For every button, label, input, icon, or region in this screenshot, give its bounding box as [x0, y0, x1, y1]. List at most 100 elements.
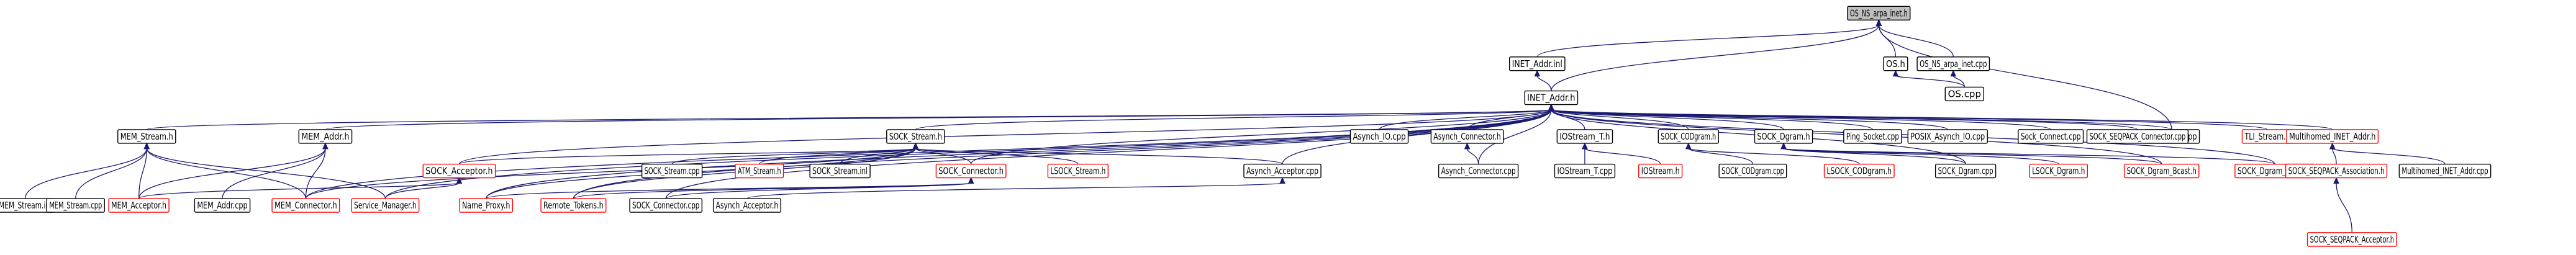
- graph-node-box[interactable]: [2285, 163, 2388, 179]
- graph-node[interactable]: SOCK_Dgram.cpp: [1934, 163, 1997, 179]
- graph-node-box[interactable]: [1934, 163, 1997, 179]
- graph-node[interactable]: SOCK_CODgram.cpp: [1718, 163, 1787, 179]
- graph-node[interactable]: MEM_Stream.cpp: [46, 198, 105, 213]
- graph-node-box[interactable]: [2086, 129, 2189, 144]
- graph-node-box[interactable]: [886, 129, 945, 144]
- edge-arrowhead: [1685, 142, 1692, 150]
- graph-node[interactable]: ATM_Stream.h: [735, 163, 784, 179]
- graph-node[interactable]: POSIX_Asynch_IO.cpp: [1907, 129, 1988, 144]
- graph-node-box[interactable]: [459, 198, 514, 213]
- graph-node[interactable]: Name_Proxy.h: [459, 198, 514, 213]
- graph-node-box[interactable]: [809, 163, 871, 179]
- graph-node[interactable]: SOCK_Stream.h: [886, 129, 945, 144]
- graph-node[interactable]: OS_NS_arpa_inet.h: [1847, 6, 1911, 21]
- graph-node-box[interactable]: [46, 198, 105, 213]
- graph-node-box[interactable]: [1349, 129, 1409, 144]
- graph-node-box[interactable]: [194, 198, 251, 213]
- graph-node-box[interactable]: [108, 198, 170, 213]
- graph-node[interactable]: Ping_Socket.cpp: [1843, 129, 1902, 144]
- graph-node[interactable]: SOCK_CODgram.h: [1658, 129, 1719, 144]
- graph-node-box[interactable]: [271, 198, 340, 213]
- graph-node-label: Service_Manager.h: [354, 200, 417, 212]
- graph-node-box[interactable]: [2123, 163, 2200, 179]
- graph-node[interactable]: INET_Addr.h: [1524, 90, 1579, 105]
- graph-node-box[interactable]: [2018, 129, 2084, 144]
- graph-node[interactable]: Multihomed_INET_Addr.cpp: [2398, 163, 2492, 179]
- graph-node[interactable]: IOStream_T.cpp: [1554, 163, 1616, 179]
- graph-node[interactable]: LSOCK_Dgram.h: [2029, 163, 2088, 179]
- graph-node-box[interactable]: [1554, 163, 1616, 179]
- dependency-edge: [839, 148, 916, 164]
- graph-node-box[interactable]: [735, 163, 784, 179]
- graph-node[interactable]: MEM_Connector.h: [271, 198, 340, 213]
- graph-node[interactable]: MEM_Stream.h: [117, 129, 176, 144]
- graph-node[interactable]: OS.h: [1883, 56, 1908, 71]
- graph-node-box[interactable]: [1916, 56, 1990, 71]
- graph-node-box[interactable]: [351, 198, 420, 213]
- graph-node[interactable]: SOCK_SEQPACK_Acceptor.h: [2306, 232, 2397, 247]
- graph-node-box[interactable]: [1508, 56, 1566, 71]
- graph-node[interactable]: Asynch_Acceptor.cpp: [1243, 163, 1322, 179]
- graph-node-box[interactable]: [1438, 163, 1519, 179]
- graph-node[interactable]: SOCK_Stream.inl: [809, 163, 871, 179]
- dependency-edge: [1466, 148, 1479, 164]
- graph-node[interactable]: Asynch_Connector.cpp: [1438, 163, 1519, 179]
- graph-node[interactable]: SOCK_Dgram_Bcast.h: [2123, 163, 2200, 179]
- graph-node-box[interactable]: [712, 198, 781, 213]
- graph-node-box[interactable]: [1823, 163, 1895, 179]
- graph-node[interactable]: INET_Addr.inl: [1508, 56, 1566, 71]
- dependency-edge: [915, 148, 1079, 165]
- graph-node-label: MEM_Connector.h: [274, 200, 337, 212]
- graph-node-box[interactable]: [540, 198, 607, 213]
- graph-node[interactable]: SOCK_Connector.h: [935, 163, 1007, 179]
- graph-node[interactable]: SOCK_Stream.cpp: [641, 163, 703, 179]
- graph-node-box[interactable]: [422, 163, 496, 179]
- graph-node-box[interactable]: [935, 163, 1007, 179]
- graph-node[interactable]: IOStream.h: [1638, 163, 1683, 179]
- graph-node-box[interactable]: [1944, 86, 1985, 102]
- graph-node-box[interactable]: [629, 198, 703, 213]
- graph-node-box[interactable]: [1843, 129, 1902, 144]
- graph-node[interactable]: LSOCK_Stream.h: [1047, 163, 1109, 179]
- graph-node-box[interactable]: [2286, 129, 2379, 144]
- graph-node[interactable]: Asynch_Connector.h: [1430, 129, 1504, 144]
- graph-node-box[interactable]: [1847, 6, 1911, 21]
- graph-node-box[interactable]: [1430, 129, 1504, 144]
- graph-node-box[interactable]: [1638, 163, 1683, 179]
- graph-node-box[interactable]: [2029, 163, 2088, 179]
- graph-node-box[interactable]: [1754, 129, 1813, 144]
- graph-node-box[interactable]: [117, 129, 176, 144]
- graph-node[interactable]: MEM_Addr.cpp: [194, 198, 251, 213]
- graph-node[interactable]: SOCK_Connector.cpp: [629, 198, 703, 213]
- graph-node[interactable]: Asynch_Acceptor.h: [712, 198, 781, 213]
- graph-node[interactable]: OS.cpp: [1944, 86, 1985, 102]
- graph-node-box[interactable]: [1047, 163, 1109, 179]
- graph-node[interactable]: Asynch_IO.cpp: [1349, 129, 1409, 144]
- graph-node[interactable]: Multihomed_INET_Addr.h: [2286, 129, 2379, 144]
- graph-node[interactable]: MEM_Acceptor.h: [108, 198, 170, 213]
- graph-node[interactable]: IOStream_T.h: [1556, 129, 1613, 144]
- graph-node[interactable]: SOCK_Dgram.h: [1754, 129, 1813, 144]
- graph-node[interactable]: TLI_Stream.h: [2241, 129, 2293, 144]
- graph-node[interactable]: OS_NS_arpa_inet.cpp: [1916, 56, 1990, 71]
- graph-node-box[interactable]: [1883, 56, 1908, 71]
- graph-node-box[interactable]: [1556, 129, 1613, 144]
- graph-node[interactable]: MEM_Stream.inl: [0, 198, 55, 213]
- graph-node-box[interactable]: [641, 163, 703, 179]
- graph-node-box[interactable]: [2398, 163, 2492, 179]
- graph-node[interactable]: Sock_Connect.cpp: [2018, 129, 2084, 144]
- graph-node[interactable]: MEM_Addr.h: [298, 129, 353, 144]
- graph-node-box[interactable]: [1243, 163, 1322, 179]
- graph-node[interactable]: LSOCK_CODgram.h: [1823, 163, 1895, 179]
- graph-node[interactable]: SOCK_Acceptor.h: [422, 163, 496, 179]
- graph-node-box[interactable]: [2306, 232, 2397, 247]
- graph-node-box[interactable]: [1658, 129, 1719, 144]
- graph-node-box[interactable]: [1718, 163, 1787, 179]
- graph-node-box[interactable]: [298, 129, 353, 144]
- graph-node-box[interactable]: [1907, 129, 1988, 144]
- graph-node[interactable]: SOCK_SEQPACK_Association.h: [2285, 163, 2388, 179]
- graph-node[interactable]: Service_Manager.h: [351, 198, 420, 213]
- graph-node-box[interactable]: [1524, 90, 1579, 105]
- graph-node[interactable]: SOCK_SEQPACK_Connector.cpp: [2086, 129, 2189, 144]
- graph-node[interactable]: Remote_Tokens.h: [540, 198, 607, 213]
